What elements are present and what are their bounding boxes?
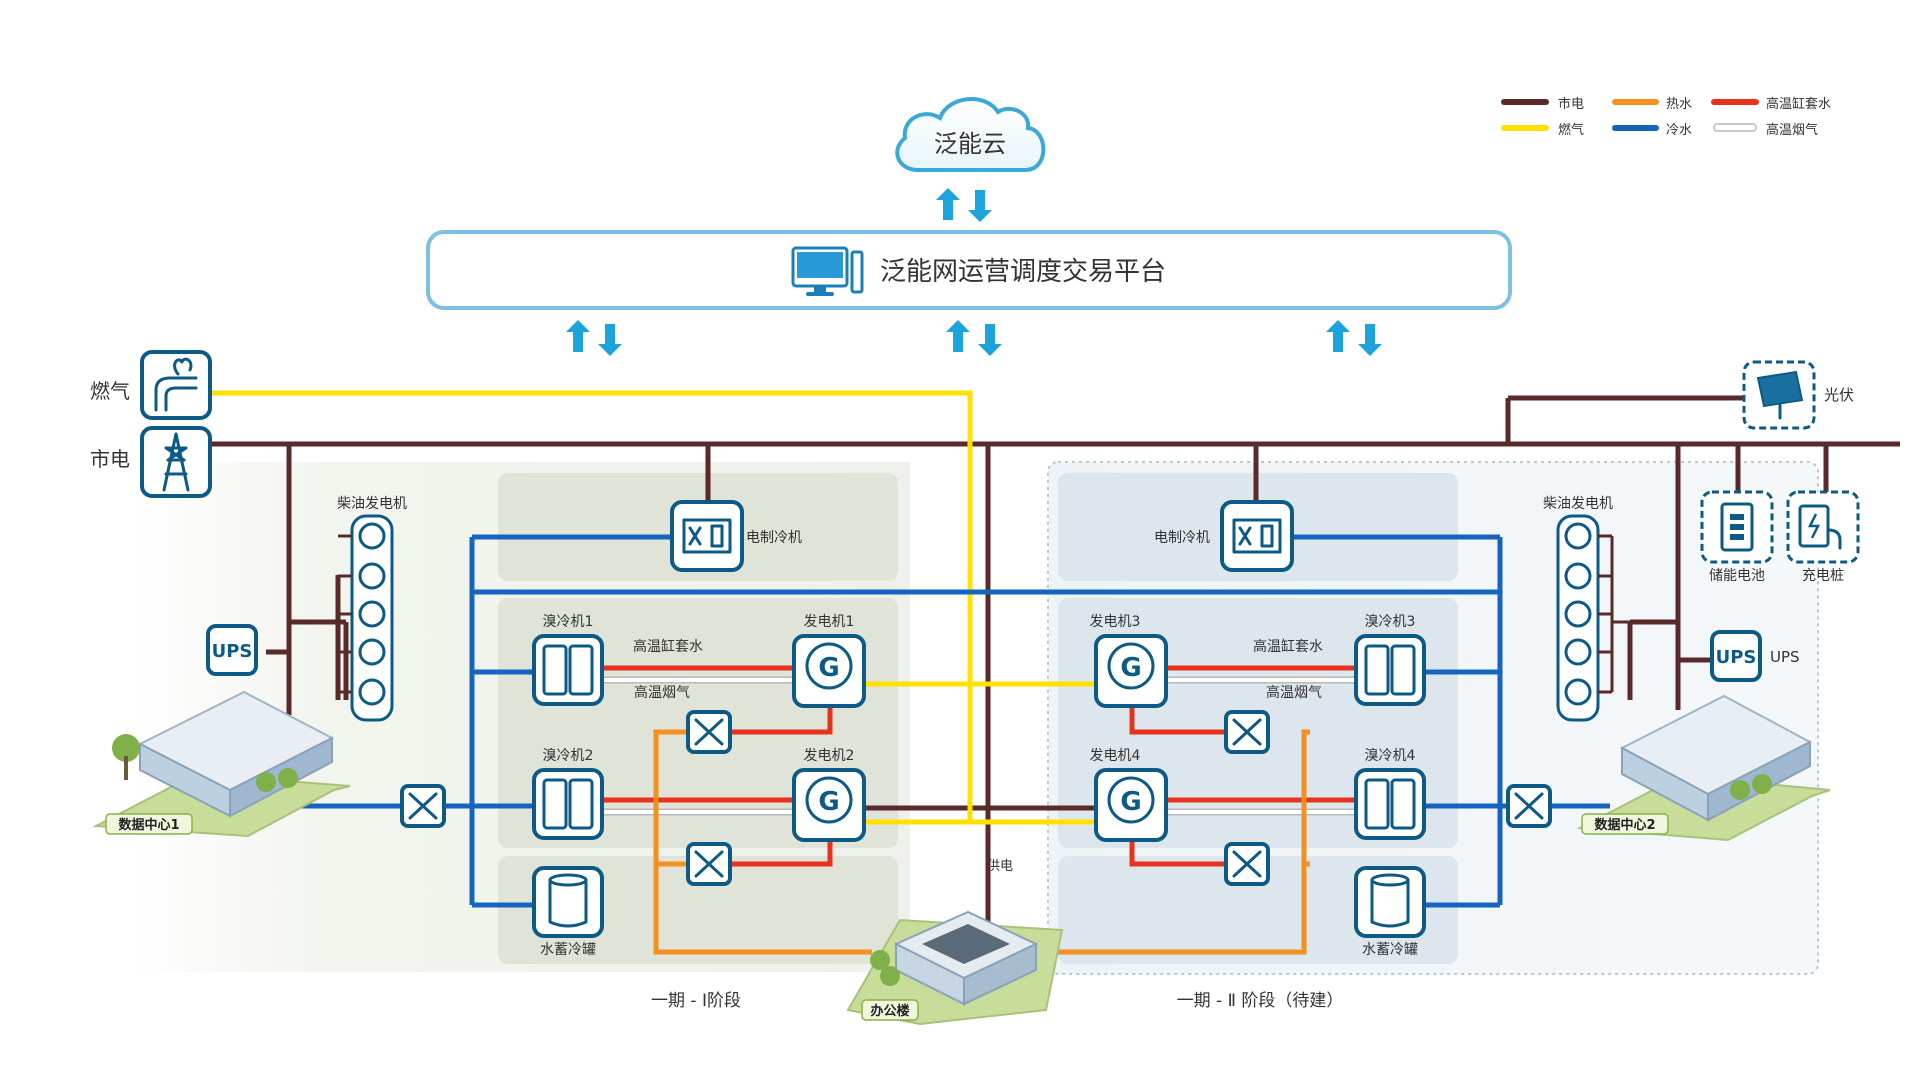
legend-gas: 燃气 [1558,122,1584,138]
diesel-left-label: 柴油发电机 [337,496,407,512]
diesel-left-feeders [338,534,352,694]
dc2-label-bg [1581,813,1669,835]
absorb3-label: 溴冷机3 [1365,614,1416,630]
cloud: 泛能云 [895,97,1046,172]
absorb2-label: 溴冷机2 [543,748,594,764]
ups-right-label: UPS [1770,648,1800,666]
legend-cold-water: 冷水 [1666,123,1692,138]
grid-source-label: 市电 [90,447,130,471]
charging-pile-box[interactable] [1786,490,1860,564]
sync-arrows-center [946,320,1002,356]
legend-flue-gas: 高温烟气 [1766,122,1818,138]
absorb1-label: 溴冷机1 [543,614,594,630]
flue-right-label: 高温烟气 [1266,684,1322,701]
generator-2[interactable]: G [792,768,866,842]
sync-arrows-right [1326,320,1382,356]
platform-label: 泛能网运营调度交易平台 [880,257,1166,287]
ups-left-label: UPS [212,641,253,662]
generator-4[interactable]: G [1094,768,1168,842]
water-tank-left[interactable] [532,866,604,938]
generator-1-letter: G [818,653,839,683]
jacket-left-label: 高温缸套水 [633,638,703,655]
tank-right-label: 水蓄冷罐 [1362,942,1418,958]
gen4-label: 发电机4 [1090,748,1141,764]
legend-jacket-water: 高温缸套水 [1766,96,1831,112]
storage-battery-label: 储能电池 [1709,568,1765,584]
chiller-left-label: 电制冷机 [746,530,802,546]
heat-exchanger-right-1[interactable] [1224,710,1270,754]
generator-4-letter: G [1120,787,1141,817]
chiller-right-box[interactable] [1220,500,1294,572]
hot-water-lines [653,729,1310,955]
gas-source-label: 燃气 [90,379,130,403]
supply-label: 供电 [987,859,1013,874]
charging-pile-label: 充电桩 [1802,567,1844,584]
diesel-right-label: 柴油发电机 [1543,496,1613,512]
flue-gas-lines [588,676,1364,816]
sync-arrows-cloud [936,188,992,222]
absorb-chiller-3[interactable] [1354,634,1426,706]
generator-3[interactable]: G [1094,634,1168,708]
gen2-label: 发电机2 [804,748,855,764]
gen1-label: 发电机1 [804,614,855,630]
phase-right-label: 一期 - Ⅱ 阶段（待建） [1177,991,1344,1011]
legend-grid: 市电 [1558,96,1584,112]
grid-source-box[interactable] [140,426,212,498]
ups-right-icon-label: UPS [1716,647,1757,668]
phase-left-label: 一期 - Ⅰ阶段 [651,991,741,1011]
heat-exchanger-dc2[interactable] [1506,784,1552,828]
absorb-chiller-1[interactable] [532,634,604,706]
heat-exchanger-left-1[interactable] [686,710,732,754]
generator-3-letter: G [1120,653,1141,683]
monitor-icon [791,246,864,296]
office-label-bg [861,999,919,1021]
water-tank-right[interactable] [1354,866,1426,938]
generator-1[interactable]: G [792,634,866,708]
diesel-right-feeders [1598,534,1630,694]
gas-lines [212,390,1102,825]
gas-source-box[interactable] [140,350,212,420]
heat-exchanger-right-2[interactable] [1224,842,1270,886]
ups-right-box[interactable]: UPS [1710,630,1762,682]
office-label: 办公楼 [870,1003,909,1019]
legend-hot-water: 热水 [1666,97,1692,112]
diesel-left-stack[interactable] [350,514,394,722]
chiller-right-label: 电制冷机 [1154,530,1210,546]
absorb-chiller-2[interactable] [532,768,604,840]
gen3-label: 发电机3 [1090,614,1141,630]
legend: 市电 热水 高温缸套水 燃气 冷水 高温烟气 [1501,96,1831,138]
cloud-label: 泛能云 [934,130,1006,158]
dc2-label: 数据中心2 [1594,817,1655,833]
chiller-left-box[interactable] [670,500,744,572]
platform-box[interactable] [426,230,1512,310]
solar-label: 光伏 [1824,386,1854,404]
absorb-chiller-4[interactable] [1354,768,1426,840]
storage-battery-box[interactable] [1700,490,1774,564]
solar-panel-box[interactable] [1742,360,1816,430]
jacket-right-label: 高温缸套水 [1253,638,1323,655]
jacket-water-lines [588,665,1364,867]
tank-left-label: 水蓄冷罐 [540,942,596,958]
office-building[interactable] [846,910,1064,1026]
ups-left-box[interactable]: UPS [206,624,258,676]
grid-lines [212,395,1900,944]
dc1-label-bg [105,813,193,835]
dc1-label: 数据中心1 [118,817,179,833]
diesel-right-stack[interactable] [1556,514,1600,722]
sync-arrows-left [566,320,622,356]
heat-exchanger-dc1[interactable] [400,784,446,828]
generator-2-letter: G [818,787,839,817]
absorb4-label: 溴冷机4 [1365,748,1416,764]
flue-left-label: 高温烟气 [634,684,690,701]
heat-exchanger-left-2[interactable] [686,842,732,886]
